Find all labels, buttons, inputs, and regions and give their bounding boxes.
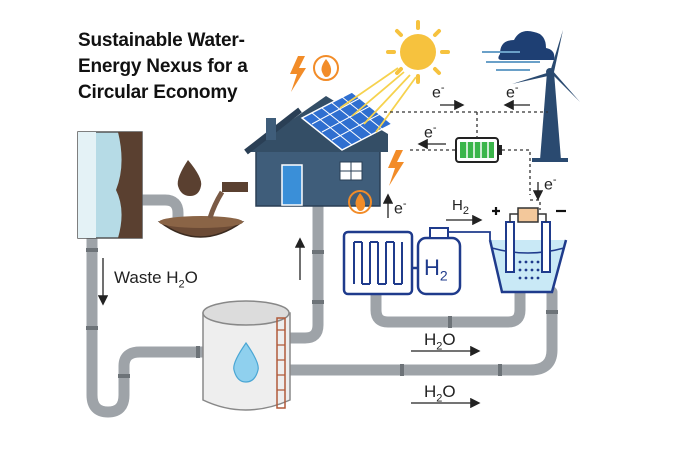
wastewater-container-icon (77, 131, 143, 239)
electron-label-battery: e- (424, 122, 437, 142)
diagram-title: Sustainable Water- Energy Nexus for a Ci… (78, 28, 248, 106)
title-line-2: Energy Nexus for a (78, 56, 248, 77)
water-drop-icon (233, 341, 259, 383)
bowl-icon (157, 182, 248, 238)
sun-icon (339, 20, 450, 133)
pipe-joints (86, 248, 558, 378)
battery-icon (455, 137, 502, 163)
water-flow-label-upper: H2O (424, 330, 456, 353)
title-line-3: Circular Economy (78, 82, 238, 103)
electron-label-solar: e- (432, 82, 445, 102)
water-flow-label-lower: H2O (424, 382, 456, 405)
oil-drop-icon (177, 160, 202, 196)
electrical-wiring (384, 111, 548, 210)
waste-water-label: Waste H2O (114, 268, 198, 291)
heat-exchanger-icon (342, 230, 424, 296)
title-line-1: Sustainable Water- (78, 30, 245, 51)
solar-panel-icon (300, 91, 394, 151)
wind-cloud-icon (482, 31, 555, 71)
electron-label-wind: e- (506, 82, 519, 102)
hydrogen-tank-label: H2 (424, 255, 448, 284)
hydrogen-tank-icon (416, 227, 491, 296)
wind-turbine-icon (512, 30, 580, 162)
electrolyzer-icon (488, 207, 568, 294)
lightning-icon (290, 56, 404, 186)
electron-arrows (97, 99, 544, 409)
electron-label-heat: e- (394, 198, 407, 218)
hydrogen-flow-label: H2 (452, 197, 469, 217)
fire-icon (313, 55, 372, 214)
electron-label-electrolyzer: e- (544, 174, 557, 194)
